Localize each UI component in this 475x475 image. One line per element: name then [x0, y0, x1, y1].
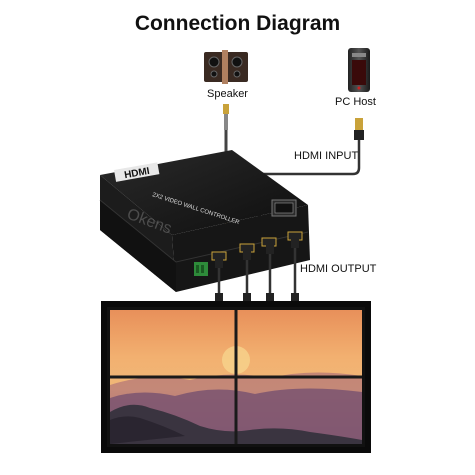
hdmi-output-cable-3 — [266, 244, 274, 307]
hdmi-output-cable-2 — [243, 250, 251, 307]
pc-host-label: PC Host — [335, 96, 376, 108]
video-wall — [101, 301, 371, 453]
hdmi-input-label: HDMI INPUT — [294, 150, 359, 162]
hdmi-output-cables — [215, 238, 299, 307]
page-title: Connection Diagram — [134, 12, 341, 35]
speaker-icon — [204, 50, 248, 84]
video-wall-controller: HDMI 2X2 VIDEO WALL CONTROLLER Okens — [99, 150, 310, 292]
hdmi-output-label: HDMI OUTPUT — [300, 263, 377, 275]
speaker-label: Speaker — [207, 88, 248, 100]
device-logo: HDMI — [123, 166, 150, 181]
hdmi-output-cable-1 — [215, 258, 223, 307]
pc-host-icon — [348, 48, 370, 92]
